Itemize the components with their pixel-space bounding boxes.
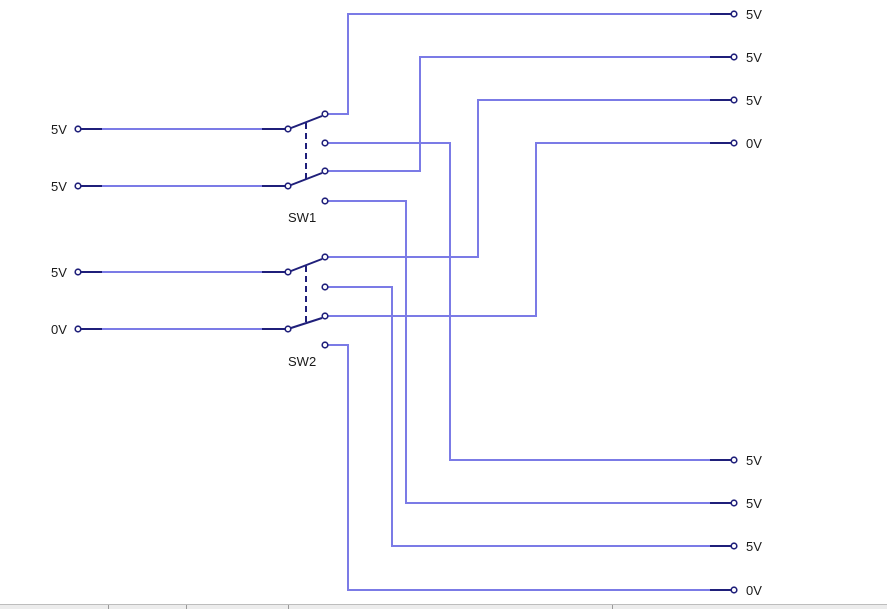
status-bar-divider: [186, 605, 187, 609]
status-bar: [0, 604, 887, 609]
switch-label: SW2: [288, 354, 316, 369]
terminal-pin[interactable]: [730, 542, 738, 550]
input-terminal[interactable]: 5V: [51, 179, 102, 194]
wire-sw1-a-nc-to-top-out-1[interactable]: [325, 13, 710, 115]
switch-throw-pin[interactable]: [321, 110, 329, 118]
input-terminal-label: 0V: [51, 322, 67, 337]
output-terminal-label: 5V: [746, 93, 762, 108]
terminal-pin[interactable]: [730, 586, 738, 594]
wire-sw1-a-no-to-bottom-out-1[interactable]: [325, 142, 710, 461]
terminal-pin[interactable]: [730, 139, 738, 147]
terminal-pin[interactable]: [730, 499, 738, 507]
input-terminal[interactable]: 5V: [51, 122, 102, 137]
input-terminal[interactable]: 5V: [51, 265, 102, 280]
output-terminal-label: 5V: [746, 7, 762, 22]
switch-throw-pin[interactable]: [321, 197, 329, 205]
switch-common-pin[interactable]: [284, 268, 292, 276]
input-terminal-label: 5V: [51, 122, 67, 137]
output-terminal-top[interactable]: 0V: [710, 136, 762, 151]
terminal-pin[interactable]: [74, 125, 82, 133]
switch-throw-pin[interactable]: [321, 312, 329, 320]
status-bar-divider: [612, 605, 613, 609]
terminal-pin[interactable]: [74, 268, 82, 276]
wire-sw2-b-nc-to-top-out-4[interactable]: [325, 142, 710, 317]
terminal-pin[interactable]: [730, 53, 738, 61]
terminal-pin[interactable]: [730, 10, 738, 18]
status-bar-divider: [108, 605, 109, 609]
switch-throw-pin[interactable]: [321, 139, 329, 147]
switch-throw-pin[interactable]: [321, 253, 329, 261]
output-terminal-top[interactable]: 5V: [710, 93, 762, 108]
switch-blade: [290, 258, 323, 272]
switch-throw-pin[interactable]: [321, 167, 329, 175]
switch-throw-pin[interactable]: [321, 341, 329, 349]
wire-sw2-b-no-to-bottom-out-4[interactable]: [325, 344, 710, 591]
output-terminal-label: 5V: [746, 539, 762, 554]
terminal-pin[interactable]: [730, 96, 738, 104]
wire-sw1-b-no-to-bottom-out-2[interactable]: [325, 200, 710, 504]
wire-sw1-b-nc-to-top-out-2[interactable]: [325, 56, 710, 172]
output-terminal-label: 5V: [746, 50, 762, 65]
input-terminal-label: 5V: [51, 179, 67, 194]
output-terminal-bottom[interactable]: 5V: [710, 496, 762, 511]
input-terminal[interactable]: 0V: [51, 322, 102, 337]
switch-label: SW1: [288, 210, 316, 225]
output-terminal-label: 5V: [746, 496, 762, 511]
switch-sw1[interactable]: SW1: [262, 110, 329, 225]
terminal-pin[interactable]: [730, 456, 738, 464]
output-terminal-label: 5V: [746, 453, 762, 468]
input-terminal-label: 5V: [51, 265, 67, 280]
switch-common-pin[interactable]: [284, 125, 292, 133]
output-terminal-bottom[interactable]: 5V: [710, 453, 762, 468]
switch-blade: [290, 317, 323, 329]
terminal-pin[interactable]: [74, 325, 82, 333]
output-terminal-top[interactable]: 5V: [710, 50, 762, 65]
output-terminal-label: 0V: [746, 583, 762, 598]
output-terminal-label: 0V: [746, 136, 762, 151]
switch-common-pin[interactable]: [284, 182, 292, 190]
output-terminal-bottom[interactable]: 5V: [710, 539, 762, 554]
switch-common-pin[interactable]: [284, 325, 292, 333]
wires: [102, 13, 710, 591]
status-bar-divider: [288, 605, 289, 609]
wire-sw2-a-no-to-bottom-out-3[interactable]: [325, 286, 710, 547]
switch-blade: [290, 115, 323, 129]
terminal-pin[interactable]: [74, 182, 82, 190]
output-terminal-bottom[interactable]: 0V: [710, 583, 762, 598]
output-terminal-top[interactable]: 5V: [710, 7, 762, 22]
wire-sw2-a-nc-to-top-out-3[interactable]: [325, 99, 710, 258]
switch-sw2[interactable]: SW2: [262, 253, 329, 369]
switch-throw-pin[interactable]: [321, 283, 329, 291]
